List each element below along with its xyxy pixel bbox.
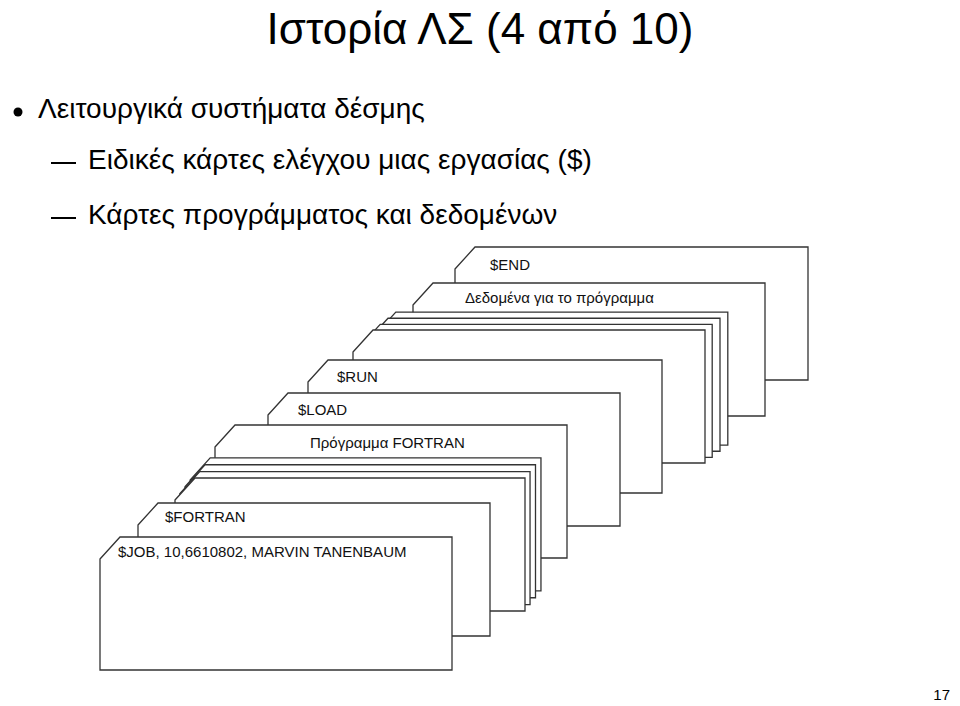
sub-bullet-dash [51, 217, 76, 219]
sub-bullet-dash [51, 162, 76, 164]
card-label: $FORTRAN [165, 508, 246, 526]
punched-card: $JOB, 10,6610802, MARVIN TANENBAUM [100, 537, 452, 670]
card-label: Δεδομένα για το πρόγραμμα [465, 289, 654, 307]
bullet-dot [14, 108, 23, 117]
card-label: $LOAD [298, 401, 347, 419]
sub-bullet-text: Ειδικές κάρτες ελέγχου μιας εργασίας ($) [88, 143, 592, 177]
card-shape [100, 537, 452, 670]
page-number: 17 [933, 686, 950, 704]
card-label: $END [490, 256, 530, 274]
card-label: $RUN [337, 368, 378, 386]
bullet-text: Λειτουργικά συστήματα δέσμης [38, 92, 425, 126]
card-label: $JOB, 10,6610802, MARVIN TANENBAUM [118, 543, 406, 561]
card-label: Πρόγραμμα FORTRAN [310, 434, 465, 452]
slide-title: Ιστορία ΛΣ (4 από 10) [0, 2, 960, 56]
sub-bullet-text: Κάρτες προγράμματος και δεδομένων [88, 198, 557, 232]
